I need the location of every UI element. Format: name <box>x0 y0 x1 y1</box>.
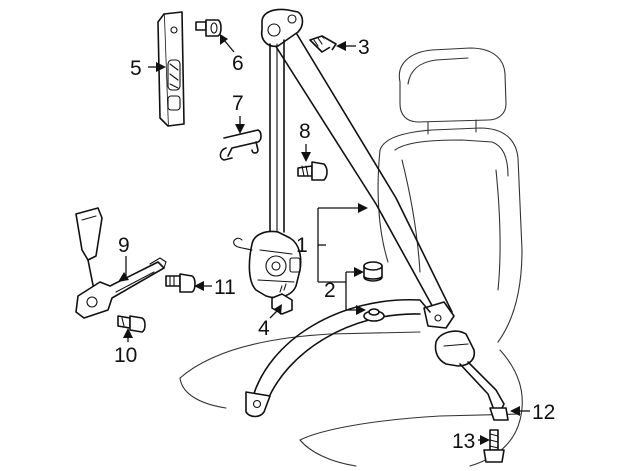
callout-8: 8 <box>299 120 311 143</box>
bracket-part-7 <box>219 129 262 161</box>
callout-5: 5 <box>130 57 142 80</box>
callout-12: 12 <box>532 401 555 424</box>
callout-3: 3 <box>358 36 370 59</box>
callout-1: 1 <box>296 234 308 257</box>
belt-stop-button-upper <box>363 261 383 282</box>
bolt-part-3 <box>309 35 337 53</box>
bolt-part-6 <box>195 19 222 37</box>
callout-10: 10 <box>114 344 137 367</box>
callout-13: 13 <box>452 430 475 453</box>
leader-lines <box>118 34 530 445</box>
bolt-part-8 <box>297 161 328 181</box>
bolt-part-10 <box>117 315 146 333</box>
retractor <box>233 230 302 299</box>
callout-labels: 1 2 3 4 5 6 7 8 9 10 11 12 13 <box>114 36 555 453</box>
belt-webbing <box>260 8 455 329</box>
callout-11: 11 <box>214 276 236 299</box>
callout-9: 9 <box>118 234 130 257</box>
lap-belt <box>245 299 431 418</box>
callout-2: 2 <box>324 279 336 302</box>
buckle-part-12 <box>434 330 509 421</box>
callout-4: 4 <box>258 317 270 340</box>
bolt-part-13 <box>483 429 505 463</box>
bolt-part-11 <box>165 273 196 293</box>
height-adjuster-part-5 <box>157 11 185 127</box>
callout-6: 6 <box>232 52 244 75</box>
buckle-stalk-part-9 <box>75 207 167 319</box>
callout-7: 7 <box>232 92 244 115</box>
belt-stop-button-lower <box>363 308 385 322</box>
